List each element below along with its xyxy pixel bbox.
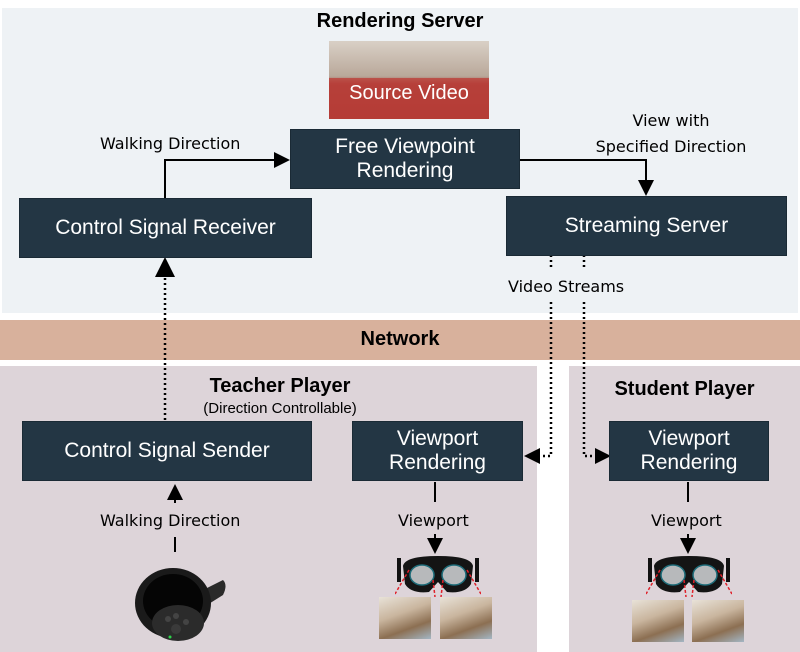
teacher-player-subtitle: (Direction Controllable) bbox=[203, 400, 357, 417]
control-signal-sender-box: Control Signal Sender bbox=[22, 421, 312, 481]
streaming-server-box: Streaming Server bbox=[506, 196, 787, 256]
student-player-title: Student Player bbox=[614, 378, 755, 400]
fvr-line1: Free Viewpoint bbox=[335, 134, 475, 158]
teacher-player-title: Teacher Player bbox=[209, 375, 351, 397]
source-video-thumbnail: Source Video bbox=[329, 41, 489, 119]
stream-to-student bbox=[582, 255, 604, 458]
control-signal-receiver-box: Control Signal Receiver bbox=[19, 198, 312, 258]
teacher-right-eye-view bbox=[440, 597, 492, 639]
student-right-eye-view bbox=[692, 600, 744, 642]
arrow-fvr-to-streaming bbox=[520, 159, 654, 196]
video-streams-label: Video Streams bbox=[508, 277, 625, 296]
student-vr-headset-icon bbox=[646, 556, 732, 597]
vr-controller-icon bbox=[135, 568, 226, 641]
fvr-line2: Rendering bbox=[356, 159, 454, 182]
walking-direction-label-top: Walking Direction bbox=[100, 134, 241, 153]
teacher-vr-headset-icon bbox=[395, 556, 481, 597]
student-viewport-label: Viewport bbox=[651, 511, 722, 530]
stream-to-teacher bbox=[530, 255, 553, 458]
walking-direction-label-bottom: Walking Direction bbox=[100, 511, 241, 530]
network-title: Network bbox=[360, 328, 440, 350]
student-left-eye-view bbox=[632, 600, 684, 642]
network-band bbox=[0, 320, 800, 360]
teacher-left-eye-view bbox=[379, 597, 431, 639]
source-video-label: Source Video bbox=[349, 82, 469, 104]
teacher-viewport-label: Viewport bbox=[398, 511, 469, 530]
arrow-receiver-to-fvr bbox=[164, 152, 290, 198]
rendering-server-title: Rendering Server bbox=[316, 10, 484, 32]
student-player-panel bbox=[569, 366, 800, 652]
